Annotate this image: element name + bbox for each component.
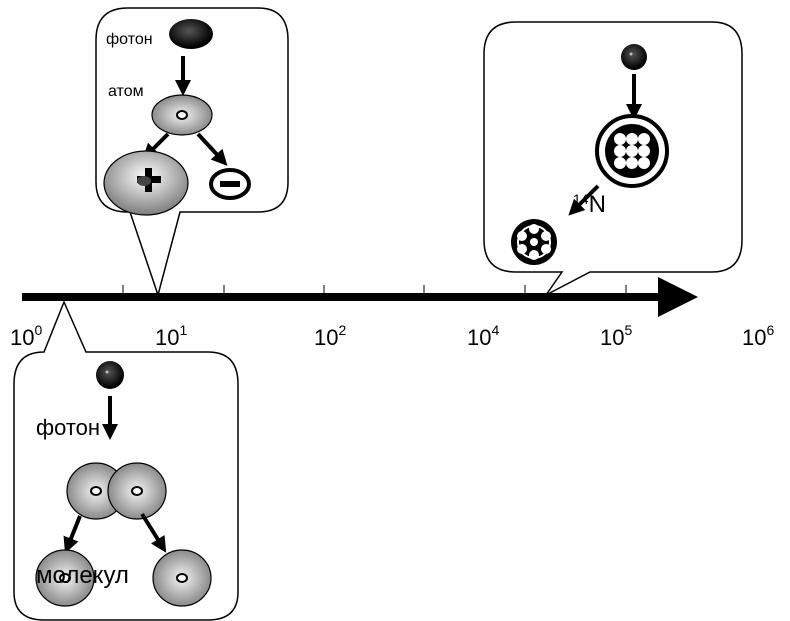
callout-nuclear: 14N [483,21,743,296]
callout-bubble [95,7,289,298]
positive-ion-icon [103,150,189,216]
energy-axis: 100 101 102 104 105 106 [10,277,774,350]
arrow-icon [140,512,167,553]
nucleus-label: 14N [573,191,606,218]
arrow-icon [196,132,228,166]
axis-arrowhead [658,277,698,317]
axis-line [22,293,666,301]
photon-label: фотон [36,415,100,440]
atom-icon [151,94,213,136]
tick-label-10-6: 106 [742,322,774,350]
atom-label: атом [108,83,144,100]
nucleus-icon [595,114,669,188]
tick-label-10-1: 101 [155,322,187,350]
callout-atom-ionization: фотон атом [95,7,289,298]
photon-icon [169,19,213,49]
tick-label-10-0: 100 [10,322,42,350]
photon-icon [96,361,124,389]
photon-label: фотон [106,31,153,48]
tick-label-10-5: 105 [600,322,632,350]
photon-icon [621,44,647,70]
electron-icon [209,168,251,200]
molecule-icon [66,462,167,520]
atom-icon [152,549,212,607]
tick-label-10-2: 102 [314,322,346,350]
molecule-label: молекул [36,562,129,589]
arrow-icon [63,515,82,554]
callout-molecule: фотон молекул [13,300,239,621]
atom-icon [35,549,95,607]
tick-label-10-4: 104 [467,322,499,350]
arrow-icon [568,184,600,216]
nucleus-icon [511,219,557,265]
